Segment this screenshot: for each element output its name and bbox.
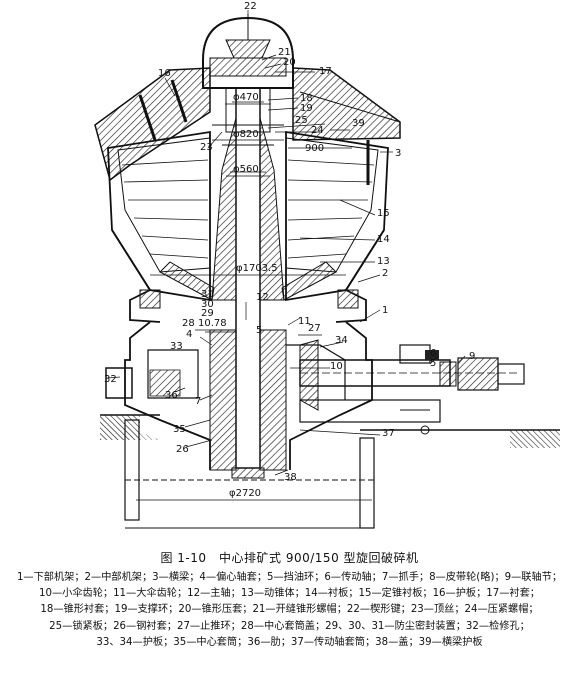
label-3: 3 [395, 148, 401, 159]
label-34: 34 [335, 335, 348, 346]
label-11: 11 [298, 316, 311, 327]
dimension-lines [136, 103, 372, 501]
concave-liner-left [117, 137, 211, 273]
legend-line-3: 18—锥形衬套；19—支撑环；20—锥形压套；21—开缝锥形螺帽；22—楔形键；… [40, 604, 539, 616]
label-7: 7 [195, 396, 201, 407]
crossbeam-bolts [138, 79, 370, 185]
label-10: 10 [330, 361, 343, 372]
label-30: 30 [201, 299, 214, 310]
dim-d10: 10.78 [198, 318, 227, 329]
legend-line-4: 25—锁紧板；26—钢衬套；27—止推环；28—中心套筒盖；29、30、31—防… [49, 620, 530, 632]
label-22: 22 [244, 1, 257, 12]
figure-caption: 图 1-10 中心排矿式 900/150 型旋回破碎机 1—下部机架；2—中部机… [0, 549, 579, 651]
legend-line-5: 33、34—护板；35—中心套筒；36—肋；37—传动轴套筒；38—盖；39—横… [96, 636, 483, 648]
label-23: 23 [200, 142, 213, 153]
label-5: 5 [430, 358, 436, 369]
legend-line-1: 1—下部机架；2—中部机架；3—横梁；4—偏心轴套；5—挡油环；6—传动轴；7—… [16, 572, 563, 583]
label-32: 32 [104, 374, 117, 385]
dimension-labels: φ470 φ820 900 φ560 φ1703.5 10.78 5 φ2720 [198, 92, 324, 499]
dim-d1703: φ1703.5 [236, 263, 278, 274]
dim-d560: φ560 [233, 164, 259, 175]
label-38: 38 [284, 472, 297, 483]
label-29: 29 [201, 308, 214, 319]
main-shaft-and-mantle [159, 87, 337, 469]
dim-d900: 900 [305, 143, 324, 154]
dim-d820: φ820 [233, 129, 259, 140]
legend-line-2: 10—小伞齿轮；11—大伞齿轮；12—主轴；13—动锥体；14—衬板；15—定锥… [38, 588, 540, 600]
label-19: 19 [300, 103, 313, 114]
dim-d470: φ470 [233, 92, 259, 103]
label-17: 17 [319, 66, 332, 77]
label-15: 15 [377, 208, 390, 219]
label-37: 37 [382, 428, 395, 439]
label-26: 26 [176, 444, 189, 455]
crusher-cross-section-diagram: 22 21 20 17 16 18 19 25 39 24 23 3 15 14… [94, 1, 560, 529]
label-28: 28 [182, 318, 195, 329]
part-number-labels: 22 21 20 17 16 18 19 25 39 24 23 3 15 14… [104, 1, 475, 483]
dim-d2720: φ2720 [229, 488, 261, 499]
label-13: 13 [377, 256, 390, 267]
drive-shaft-assembly [299, 339, 525, 435]
label-36: 36 [165, 390, 178, 401]
label-12: 12 [256, 292, 269, 303]
label-35: 35 [173, 424, 186, 435]
label-2: 2 [382, 268, 388, 279]
label-24: 24 [311, 125, 324, 136]
label-27: 27 [308, 323, 321, 334]
label-33: 33 [170, 341, 183, 352]
label-20: 20 [283, 57, 296, 68]
label-6: 6 [430, 348, 436, 359]
label-1: 1 [382, 305, 388, 316]
label-9: 9 [469, 351, 475, 362]
concave-liner-right [285, 137, 379, 273]
upper-frame [107, 130, 389, 323]
figure-title: 图 1-10 中心排矿式 900/150 型旋回破碎机 [160, 551, 419, 565]
label-31: 31 [201, 289, 214, 300]
label-18: 18 [300, 93, 313, 104]
label-4: 4 [186, 329, 192, 340]
label-16: 16 [158, 68, 171, 79]
label-21: 21 [278, 47, 291, 58]
dim-d5: 5 [256, 325, 262, 336]
label-39: 39 [352, 118, 365, 129]
label-14: 14 [377, 234, 390, 245]
ground-foundation [100, 414, 560, 529]
top-cap-assembly [202, 14, 294, 89]
lower-frame-housing [105, 321, 373, 479]
label-25: 25 [295, 115, 308, 126]
